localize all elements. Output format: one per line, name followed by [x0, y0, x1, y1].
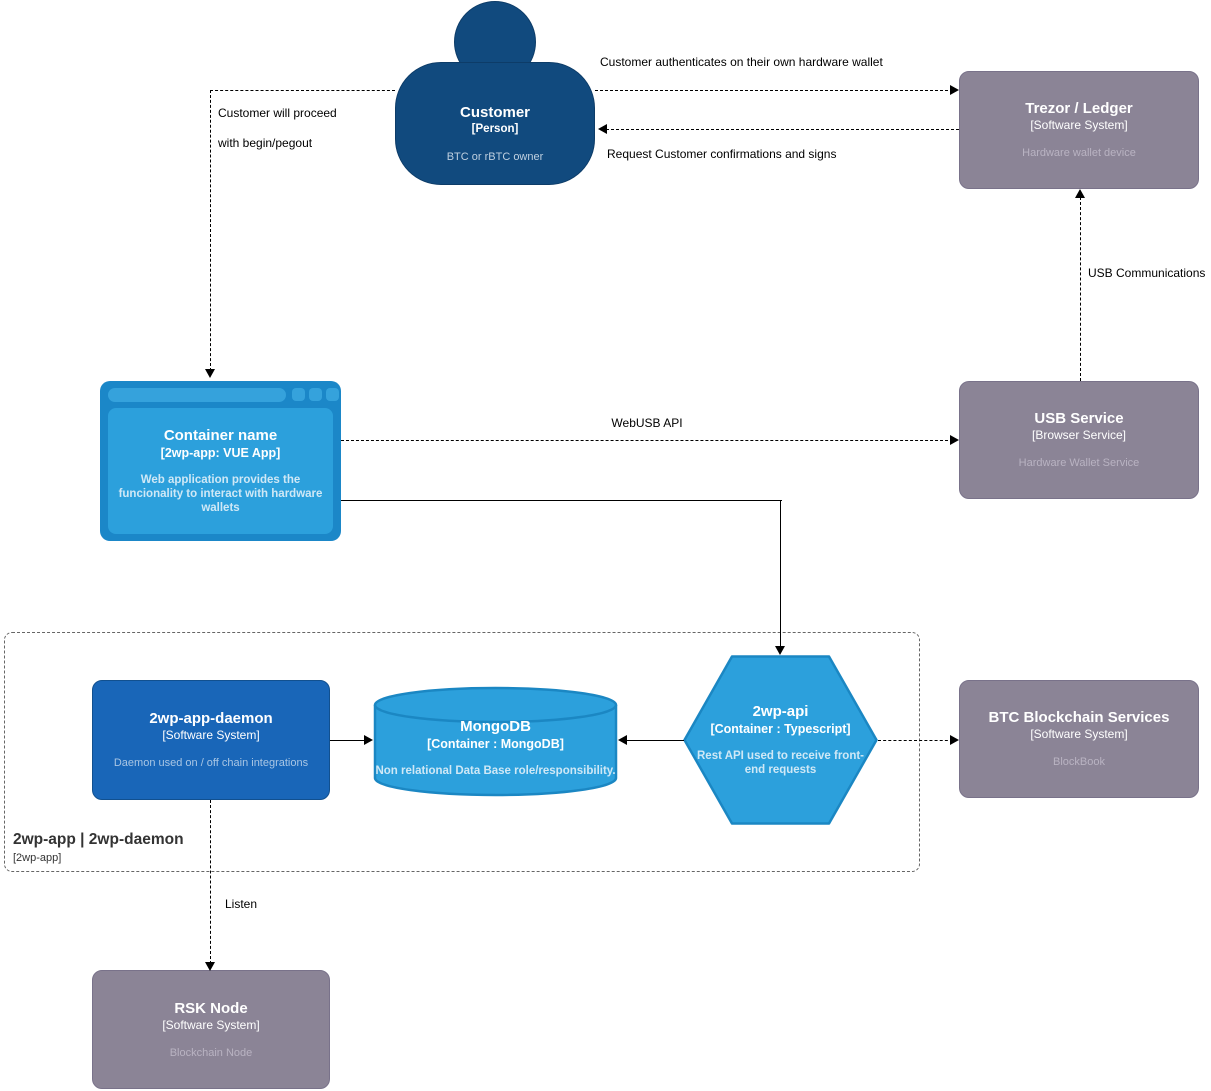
node-desc: Non relational Data Base role/responsibi… [375, 764, 616, 777]
edge-container-api-vline [780, 500, 781, 649]
edge-webusb-label: WebUSB API [611, 416, 683, 430]
node-desc: Rest API used to receive front-end reque… [697, 750, 865, 776]
node-meta: [Software System] [162, 728, 260, 742]
node-mongodb[interactable]: MongoDB [Container : MongoDB] Non relati… [373, 686, 618, 797]
edge-usbcomm-line [1080, 197, 1081, 381]
node-meta: [Container : MongoDB] [427, 736, 564, 751]
boundary-title: 2wp-app | 2wp-daemon [13, 831, 184, 848]
node-title: Container name [163, 427, 278, 444]
browser-button-icon [292, 388, 305, 401]
node-desc: Daemon used on / off chain integrations [113, 757, 309, 769]
node-desc: Hardware Wallet Service [1018, 457, 1140, 469]
node-title: 2wp-api [752, 703, 809, 720]
edge-listen-arrowhead [205, 962, 215, 971]
node-meta: [Person] [471, 122, 519, 135]
node-trezor-ledger[interactable]: Trezor / Ledger [Software System] Hardwa… [959, 71, 1199, 189]
boundary-meta: [2wp-app] [13, 852, 62, 864]
edge-daemon-mongo-arrowhead [364, 735, 373, 745]
node-meta: [Container : Typescript] [710, 722, 851, 736]
edge-proceed-hline [210, 90, 395, 91]
node-title: Trezor / Ledger [1025, 100, 1133, 117]
node-meta: [2wp-app: VUE App] [160, 446, 281, 460]
edge-api-btc-arrowhead [950, 735, 959, 745]
node-title: BTC Blockchain Services [988, 709, 1170, 726]
edge-container-api-hline [341, 500, 782, 501]
node-title: Customer [459, 103, 530, 121]
edge-proceed-vline [210, 90, 211, 371]
node-desc: Web application provides the funcionalit… [118, 474, 323, 514]
edge-webusb-line [341, 440, 953, 441]
edge-api-mongo-line [625, 740, 684, 741]
node-meta: [Software System] [162, 1017, 260, 1032]
node-desc: BTC or rBTC owner [446, 150, 544, 163]
browser-button-icon [309, 388, 322, 401]
node-desc: Hardware wallet device [1022, 147, 1136, 159]
browser-content: Container name [2wp-app: VUE App] Web ap… [108, 408, 333, 534]
edge-api-mongo-arrowhead [618, 735, 627, 745]
node-desc: BlockBook [1053, 756, 1105, 768]
boundary-2wp-app[interactable]: 2wp-app | 2wp-daemon [2wp-app] [4, 632, 920, 872]
node-2wp-api[interactable]: 2wp-api [Container : Typescript] Rest AP… [683, 655, 878, 825]
edge-usbcomm-label: USB Communications [1088, 266, 1206, 280]
edge-usbcomm-arrowhead [1075, 189, 1085, 198]
edge-auth-line [595, 90, 953, 91]
edge-listen-label: Listen [225, 897, 258, 911]
edge-auth-label: Customer authenticates on their own hard… [600, 55, 883, 69]
node-rsk-node[interactable]: RSK Node [Software System] Blockchain No… [92, 970, 330, 1089]
node-meta: [Software System] [1030, 727, 1128, 741]
browser-address-bar [108, 388, 286, 402]
edge-proceed-label-1: Customer will proceed [218, 106, 337, 120]
hexagon-icon [683, 655, 878, 825]
edge-container-api-arrowhead [775, 646, 785, 655]
node-customer[interactable]: Customer [Person] BTC or rBTC owner [395, 62, 595, 185]
browser-button-icon [326, 388, 339, 401]
node-title: USB Service [1034, 410, 1124, 427]
node-meta: [Software System] [1030, 118, 1128, 132]
edge-request-line [606, 129, 959, 130]
node-desc: Blockchain Node [169, 1046, 253, 1059]
edge-request-arrowhead [598, 124, 607, 134]
edge-daemon-mongo-line [330, 740, 369, 741]
node-title: RSK Node [174, 999, 248, 1017]
edge-request-label: Request Customer confirmations and signs [607, 147, 837, 161]
database-cylinder-icon [373, 686, 618, 797]
node-container-vue-app[interactable]: Container name [2wp-app: VUE App] Web ap… [100, 381, 341, 541]
node-meta: [Browser Service] [1031, 428, 1127, 442]
edge-proceed-label-2: with begin/pegout [218, 136, 313, 150]
node-btc-blockchain-services[interactable]: BTC Blockchain Services [Software System… [959, 680, 1199, 798]
node-title: MongoDB [460, 717, 531, 735]
edge-listen-line [210, 800, 211, 964]
node-2wp-app-daemon[interactable]: 2wp-app-daemon [Software System] Daemon … [92, 680, 330, 800]
node-title: 2wp-app-daemon [149, 710, 273, 727]
edge-webusb-arrowhead [950, 435, 959, 445]
node-usb-service[interactable]: USB Service [Browser Service] Hardware W… [959, 381, 1199, 499]
edge-auth-arrowhead [950, 85, 959, 95]
edge-proceed-arrowhead [205, 369, 215, 378]
edge-api-btc-line [878, 740, 953, 741]
